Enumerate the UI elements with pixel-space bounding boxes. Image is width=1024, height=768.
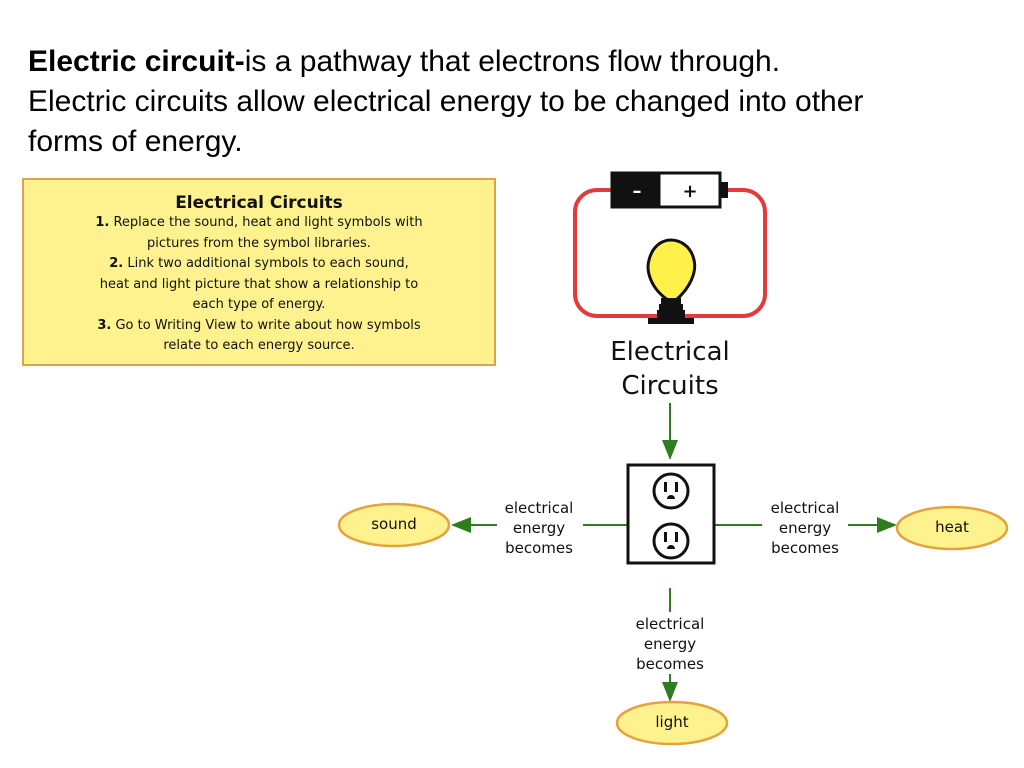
sound-node: sound [371,515,417,533]
instruction-text: Go to Writing View to write about how sy… [115,317,421,333]
instruction-text: Link two additional symbols to each soun… [127,256,409,271]
link-text: electrical [635,615,705,633]
instruction-number: 2. [109,256,124,271]
instructions-title: Electrical Circuits [175,193,343,213]
link-label-left: electrical energy becomes [484,498,594,558]
sound-node-shape [337,502,451,548]
heading: Electric circuit-is a pathway that elect… [28,42,988,162]
link-text: becomes [771,539,839,557]
definition: is a pathway that electrons flow through… [244,45,781,78]
link-label-bottom: electrical energy becomes [615,614,725,674]
center-label-line-1: Electrical [610,337,730,367]
battery-minus: – [633,181,642,202]
light-node: light [655,713,689,731]
instruction-2-cont: heat and light picture that show a relat… [99,276,419,292]
term: Electric circuit- [28,45,245,78]
link-text: energy [512,519,566,537]
battery-icon: – + [610,171,728,209]
instruction-2-cont: each type of energy. [192,297,326,312]
center-label: Electrical Circuits [580,335,760,403]
link-text: electrical [770,499,840,517]
link-text: energy [778,519,832,537]
instruction-number: 1. [95,215,110,230]
heading-line-3: forms of energy. [28,125,243,158]
link-text: becomes [636,655,704,673]
heat-node-shape [895,505,1009,551]
light-bulb-icon [646,238,697,324]
instruction-3: 3. Go to Writing View to write about how… [24,316,494,337]
center-label-line-2: Circuits [621,371,719,401]
heading-line-1: Electric circuit-is a pathway that elect… [28,42,988,82]
instruction-1-cont: pictures from the symbol libraries. [147,235,371,251]
link-label-right: electrical energy becomes [750,498,860,558]
instruction-3-cont: relate to each energy source. [163,338,355,353]
instruction-text: Replace the sound, heat and light symbol… [113,215,423,230]
instruction-number: 3. [97,317,112,333]
heading-line-2: Electric circuits allow electrical energ… [28,85,864,118]
instructions-box: Electrical Circuits 1. Replace the sound… [22,178,496,366]
heat-node: heat [935,518,969,536]
battery-plus: + [682,181,697,202]
outlet-icon [626,463,716,565]
instruction-2: 2. Link two additional symbols to each s… [24,254,494,275]
light-node-shape [615,700,729,746]
instruction-1: 1. Replace the sound, heat and light sym… [24,213,494,234]
link-text: becomes [505,539,573,557]
link-text: electrical [504,499,574,517]
link-text: energy [643,635,697,653]
